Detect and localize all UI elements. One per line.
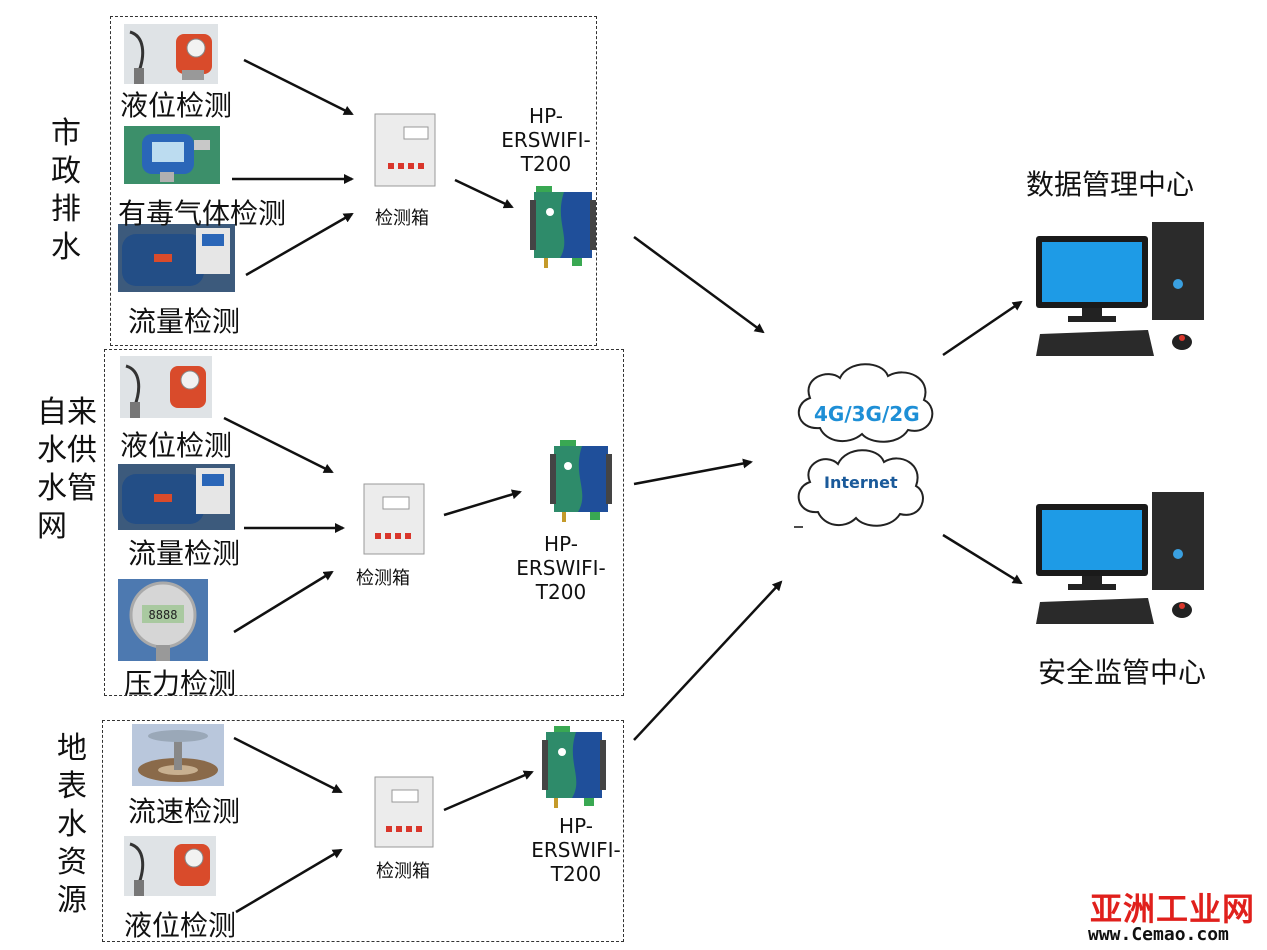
pressure-gauge-image: 8888: [118, 579, 208, 661]
arrow-cloud-security-center: [942, 533, 1023, 585]
detection-box-image: [363, 483, 425, 555]
arrow-g1-flow: [245, 212, 354, 277]
cloud-icon: [797, 449, 924, 527]
group-box-surface-water: [102, 720, 624, 942]
detection-box-label: 检测箱: [375, 208, 429, 229]
arrow-g2-level: [223, 416, 334, 474]
flow-velocity-sensor-image: [132, 724, 224, 786]
level-sensor-image: [124, 836, 216, 896]
arrow-g1-level: [243, 58, 354, 116]
arrow-g3-device-cloud: [633, 580, 783, 741]
arrow-g1-box-device: [454, 178, 514, 209]
sensor-label: 液位检测: [120, 429, 233, 462]
group-box-water-supply: [104, 349, 624, 696]
device-model-label: HP-ERSWIFI-T200: [501, 104, 591, 176]
cloud-icon: [797, 363, 934, 443]
device-model-label: HP-ERSWIFI-T200: [516, 532, 606, 604]
group-box-municipal-drainage: [110, 16, 597, 346]
level-sensor-image: [124, 24, 218, 84]
group-title-water-supply: 自 来 水 供 水 管 网: [37, 395, 97, 544]
svg-text:8888: 8888: [149, 608, 178, 622]
detection-box-label: 检测箱: [356, 568, 410, 589]
arrow-g1-device-cloud: [633, 235, 765, 334]
sensor-label: 流量检测: [128, 305, 241, 338]
computer-icon: [1036, 492, 1204, 624]
watermark-logo-text: 亚洲工业网: [1090, 890, 1256, 928]
security-center-title: 安全监管中心: [1038, 656, 1207, 689]
sensor-label: 液位检测: [124, 909, 237, 942]
device-model-label: HP-ERSWIFI-T200: [531, 814, 621, 886]
sensor-label: 压力检测: [124, 667, 237, 700]
flow-meter-image: [118, 464, 235, 530]
arrow-cloud-data-center: [942, 300, 1023, 357]
arrow-g2-pressure: [233, 570, 334, 634]
detection-box-image: [374, 113, 436, 187]
data-center-title: 数据管理中心: [1026, 168, 1195, 201]
computer-icon: [1036, 222, 1204, 356]
wifi-device-image: [530, 182, 596, 268]
cloud-network-label: 4G/3G/2G: [814, 402, 920, 426]
sensor-label: 流速检测: [128, 795, 241, 828]
arrow-g3-level: [235, 848, 343, 914]
arrow-g2-device-cloud: [633, 458, 753, 486]
wifi-device-image: [550, 436, 612, 522]
group-title-municipal-drainage: 市 政 排 水: [51, 116, 81, 265]
sensor-label: 有毒气体检测: [118, 197, 287, 230]
group-title-surface-water: 地 表 水 资 源: [57, 731, 87, 918]
flow-meter-image: [118, 224, 235, 292]
arrow-g3-speed: [233, 736, 343, 794]
sensor-label: 流量检测: [128, 537, 241, 570]
wifi-device-image: [542, 722, 606, 808]
watermark-url: www.Cemao.com: [1088, 924, 1229, 945]
detection-box-label: 检测箱: [376, 861, 430, 882]
level-sensor-image: [120, 356, 212, 418]
cloud-internet-label: Internet: [824, 473, 898, 492]
arrow-g2-box-device: [443, 489, 522, 517]
detection-box-image: [374, 776, 434, 848]
sensor-label: 液位检测: [120, 89, 233, 122]
gas-sensor-image: [124, 126, 220, 184]
arrow-g3-box-device: [443, 770, 534, 812]
